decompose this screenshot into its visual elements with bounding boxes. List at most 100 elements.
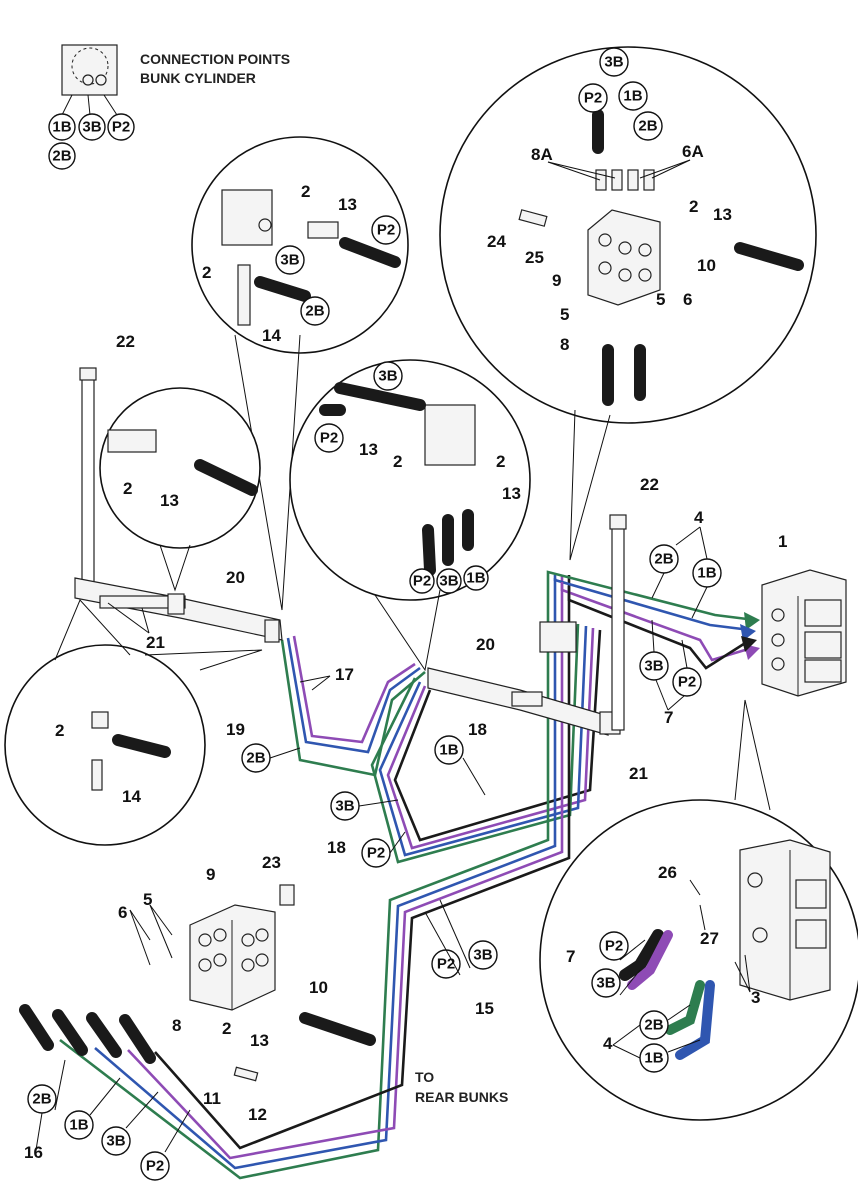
svg-text:2B: 2B [654, 551, 673, 568]
label-6: 6 [683, 290, 692, 309]
label-18: 18 [468, 720, 487, 739]
label-22: 22 [640, 475, 659, 494]
valve-block-9-lower [19, 884, 376, 1082]
bubble-1b-lr: 1B [639, 1043, 669, 1073]
line-18-purple [386, 627, 595, 850]
line-4-blue [553, 578, 751, 632]
svg-text:1B: 1B [466, 570, 485, 587]
svg-text:P2: P2 [146, 1158, 164, 1175]
label-10: 10 [697, 256, 716, 275]
bubble-3b-15: 3B [468, 940, 498, 970]
svg-text:3B: 3B [644, 658, 663, 675]
label-26: 26 [658, 863, 677, 882]
hydraulic-lines [59, 570, 760, 1180]
label-21: 21 [629, 764, 648, 783]
svg-text:3B: 3B [335, 798, 354, 815]
label-7: 7 [566, 947, 575, 966]
bubble-2b-tl: 2B [300, 296, 330, 326]
label-5: 5 [560, 305, 569, 324]
bubble-p2-mid: P2 [314, 423, 344, 453]
line-17-purple [292, 635, 416, 744]
rear-label-line-2: REAR BUNKS [415, 1089, 508, 1105]
bubble-p2-15: P2 [431, 949, 461, 979]
label-14: 14 [262, 326, 281, 345]
svg-text:1B: 1B [52, 119, 71, 136]
label-16: 16 [24, 1143, 43, 1162]
bubble-2b-19: 2B [241, 743, 271, 773]
bubble-p2-16: P2 [140, 1151, 170, 1181]
bubble-1b-ur: 1B [618, 81, 648, 111]
label-25: 25 [525, 248, 544, 267]
svg-text:1B: 1B [644, 1050, 663, 1067]
detail-circle-left-small [99, 387, 261, 592]
bubble-1b-conn: 1B [48, 113, 76, 141]
bubble-p2-right: P2 [672, 667, 702, 697]
label-13: 13 [250, 1031, 269, 1050]
detail-circle-lower-left [4, 599, 263, 846]
label-6a: 6A [682, 142, 704, 161]
label-7: 7 [664, 708, 673, 727]
label-5: 5 [143, 890, 152, 909]
svg-text:3B: 3B [604, 54, 623, 71]
line-15-purple [127, 575, 564, 1160]
svg-text:1B: 1B [439, 742, 458, 759]
part-labels: 2 13 2 14 8A 6A 2 13 24 25 10 9 5 6 5 8 … [24, 142, 787, 1162]
label-2: 2 [496, 452, 505, 471]
bubble-p2-ur: P2 [578, 83, 608, 113]
bubble-1b-right: 1B [692, 558, 722, 588]
svg-text:P2: P2 [112, 119, 130, 136]
label-11: 11 [203, 1089, 221, 1108]
svg-text:3B: 3B [106, 1133, 125, 1150]
caption-line-2: BUNK CYLINDER [140, 70, 256, 86]
label-21: 21 [146, 633, 165, 652]
line-17-blue [286, 637, 421, 754]
label-2: 2 [222, 1019, 231, 1038]
label-8a: 8A [531, 145, 553, 164]
bubble-1b-18: 1B [434, 735, 464, 765]
svg-text:P2: P2 [584, 90, 602, 107]
bubble-3b-conn: 3B [78, 113, 106, 141]
label-13: 13 [502, 484, 521, 503]
svg-text:3B: 3B [280, 252, 299, 269]
detail-circle-top-left [191, 136, 409, 611]
svg-text:P2: P2 [377, 222, 395, 239]
label-23: 23 [262, 853, 281, 872]
line-7-black [567, 586, 751, 670]
detail-circle-middle [289, 359, 531, 672]
bubble-p2-tl: P2 [371, 215, 401, 245]
label-4: 4 [603, 1034, 613, 1053]
label-24: 24 [487, 232, 506, 251]
svg-text:P2: P2 [367, 845, 385, 862]
line-18-black [393, 629, 602, 842]
bubble-2b-lr: 2B [639, 1010, 669, 1040]
svg-text:2B: 2B [638, 118, 657, 135]
caption-line-1: CONNECTION POINTS [140, 51, 290, 67]
svg-text:P2: P2 [413, 573, 431, 590]
bubble-1b-mid-low: 1B [463, 565, 489, 591]
svg-text:1B: 1B [623, 88, 642, 105]
bubble-3b-18: 3B [330, 791, 360, 821]
label-3: 3 [751, 988, 760, 1007]
middle-bunk-cylinder [427, 514, 627, 736]
bubble-3b-lr: 3B [591, 968, 621, 998]
svg-text:P2: P2 [605, 938, 623, 955]
label-20: 20 [476, 635, 495, 654]
svg-text:3B: 3B [473, 947, 492, 964]
label-19: 19 [226, 720, 245, 739]
svg-text:2B: 2B [644, 1017, 663, 1034]
svg-text:3B: 3B [82, 119, 101, 136]
line-15-green [59, 575, 550, 1180]
label-13: 13 [359, 440, 378, 459]
label-8: 8 [560, 335, 569, 354]
bubble-2b-conn: 2B [48, 142, 76, 170]
label-2: 2 [123, 479, 132, 498]
label-4: 4 [694, 508, 704, 527]
arrow-green [744, 612, 760, 630]
label-14: 14 [122, 787, 141, 806]
line-15-blue [94, 575, 557, 1170]
bubble-2b-16: 2B [27, 1084, 57, 1114]
bubble-p2-lr: P2 [599, 931, 629, 961]
bubble-p2-conn: P2 [107, 113, 135, 141]
bubble-2b-right: 2B [649, 544, 679, 574]
svg-text:2B: 2B [305, 303, 324, 320]
